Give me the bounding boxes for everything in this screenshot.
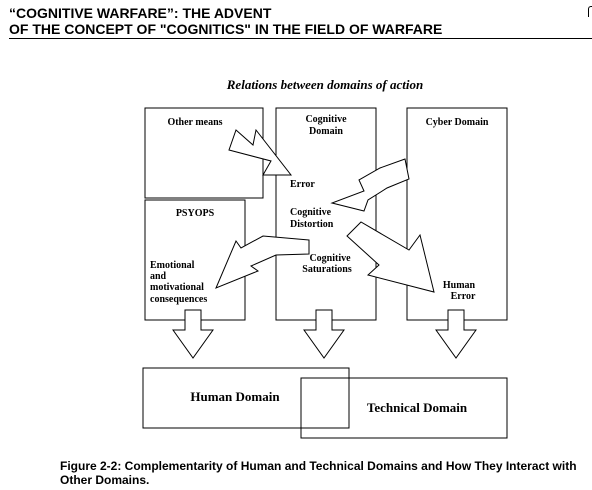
emotional-line2: and [150, 271, 167, 282]
figure-caption: Figure 2-2: Complementarity of Human and… [60, 459, 592, 487]
arrow-cyber-to-cognitive [330, 158, 410, 212]
arrow-other-means-to-cognitive [228, 128, 293, 176]
header-line-1: “COGNITIVE WARFARE”: THE ADVENT [9, 5, 272, 21]
edge-mark [588, 6, 592, 17]
other-means-label: Other means [167, 117, 222, 128]
emotional-line4: consequences [150, 294, 207, 305]
header-line-2: OF THE CONCEPT OF "COGNITICS" IN THE FIE… [9, 21, 443, 37]
cognitive-domain-label-line1: Cognitive [305, 114, 347, 125]
arrow-cognitive-to-psyops [215, 235, 310, 289]
page-header: “COGNITIVE WARFARE”: THE ADVENT OF THE C… [9, 5, 592, 39]
diagram-title: Relations between domains of action [226, 77, 423, 92]
technical-domain-box [300, 377, 508, 439]
caption-line-2: Other Domains. [60, 473, 150, 487]
psyops-label: PSYOPS [176, 208, 215, 219]
human-domain-label: Human Domain [190, 389, 280, 404]
down-arrow-right [435, 309, 477, 359]
human-domain-box [142, 367, 350, 429]
down-arrow-left [172, 309, 214, 359]
arrow-cognitive-to-human-error [346, 221, 435, 293]
cognitive-saturations-line1: Cognitive [309, 253, 351, 264]
down-arrow-center [303, 309, 345, 359]
cognitive-domain-label-line2: Domain [309, 126, 343, 137]
caption-line-1: Figure 2-2: Complementarity of Human and… [60, 459, 577, 473]
technical-domain-label: Technical Domain [367, 400, 468, 415]
human-error-line2: Error [451, 291, 476, 302]
emotional-line1: Emotional [150, 260, 195, 271]
human-error-line1: Human [443, 280, 476, 291]
error-label: Error [290, 179, 315, 190]
cognitive-distortion-line2: Distortion [290, 219, 334, 230]
cognitive-saturations-line2: Saturations [302, 264, 352, 275]
cognitive-distortion-line1: Cognitive [290, 207, 332, 218]
cyber-domain-label: Cyber Domain [426, 117, 489, 128]
emotional-line3: motivational [150, 282, 204, 293]
